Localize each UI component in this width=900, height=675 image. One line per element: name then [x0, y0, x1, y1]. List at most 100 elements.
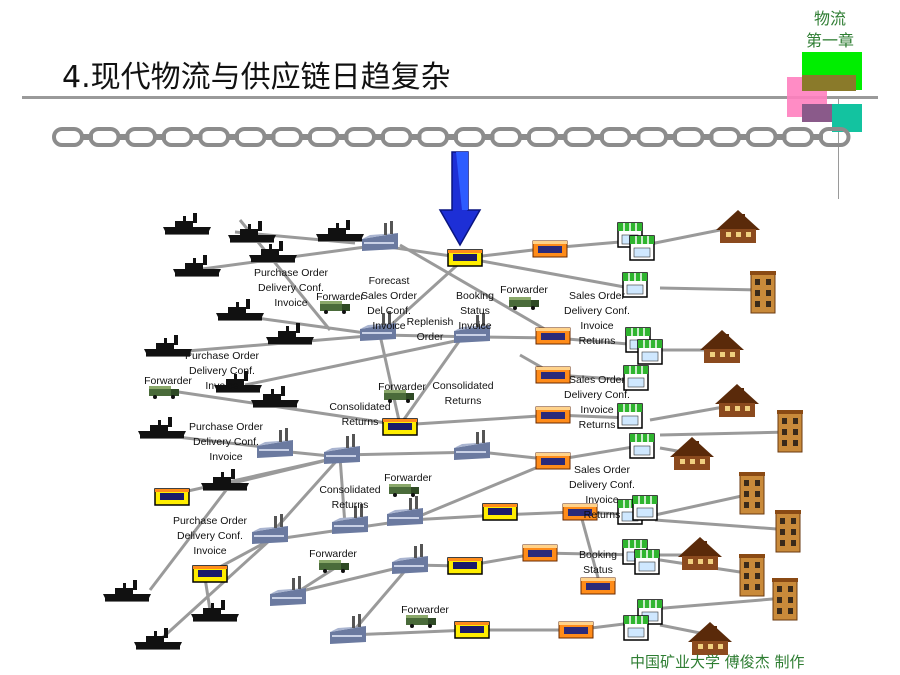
chain-icon: [52, 127, 851, 147]
chain-link-connector: [664, 134, 677, 140]
flow-label-line: Forwarder: [401, 604, 449, 616]
flow-label-line: Returns: [579, 419, 616, 431]
header-divider: [22, 96, 878, 99]
flow-label-line: Invoice: [209, 451, 242, 463]
chain-link-icon: [709, 127, 741, 147]
flow-label-line: Sales Order: [569, 290, 626, 302]
distribution-center-icon: [532, 240, 568, 258]
flow-label-forwarder1: Forwarder: [316, 291, 364, 303]
chain-link-connector: [737, 134, 750, 140]
house-icon: [716, 210, 760, 243]
flow-label-line: Delivery Conf.: [569, 479, 635, 491]
chain-link-connector: [153, 134, 166, 140]
flow-label-line: Booking: [579, 549, 617, 561]
flow-label-forwarder2: Forwarder: [500, 284, 548, 296]
flow-label-line: Invoice: [580, 404, 613, 416]
flow-label-line: Forwarder: [500, 284, 548, 296]
warehouse-icon: [447, 557, 483, 575]
chain-link-connector: [481, 134, 495, 140]
chain-link-icon: [271, 127, 303, 147]
flow-label-line: Booking: [456, 290, 494, 302]
apartment-building-icon: [774, 509, 802, 553]
distribution-center-icon: [535, 452, 571, 470]
flow-label-line: Delivery Conf.: [177, 530, 243, 542]
network-edges: [148, 219, 791, 642]
forwarder-truck-icon: [149, 386, 179, 399]
flow-label-line: Consolidated: [329, 401, 390, 413]
chain-link-icon: [563, 127, 595, 147]
chain-link-connector: [372, 134, 385, 140]
chain-link-connector: [773, 134, 787, 140]
flow-label-forwarder5: Forwarder: [384, 472, 432, 484]
flow-label-line: Sales Order: [574, 464, 631, 476]
retail-shop-icon: [629, 433, 655, 459]
ship-icon: [163, 213, 211, 235]
distribution-center-icon: [535, 327, 571, 345]
flow-label-line: Status: [583, 564, 613, 576]
distribution-center-icon: [535, 366, 571, 384]
warehouse-icon: [454, 621, 490, 639]
chain-link-icon: [88, 127, 121, 147]
apartment-building-icon: [738, 471, 766, 515]
flow-label-line: Purchase Order: [173, 515, 248, 527]
chain-link-icon: [161, 127, 194, 147]
ship-icon: [216, 299, 264, 321]
chain-link-icon: [453, 127, 486, 147]
retail-shop-icon: [637, 339, 663, 365]
factory-icon: [252, 514, 288, 544]
warehouse-icon: [192, 565, 228, 583]
decor-vertical-line: [838, 99, 839, 199]
flow-label-line: Invoice: [458, 320, 491, 332]
flow-label-line: Forwarder: [378, 381, 426, 393]
chain-link-connector: [335, 134, 349, 140]
flow-label-line: Delivery Conf.: [189, 365, 255, 377]
chain-link-connector: [445, 134, 458, 140]
chain-link-connector: [80, 134, 93, 140]
factory-icon: [270, 576, 306, 606]
chapter-tag-line2: 第一章: [805, 31, 854, 50]
chain-link-icon: [417, 127, 449, 147]
flow-label-line: Replenish: [407, 316, 454, 328]
factory-icon: [392, 544, 428, 574]
chain-link-icon: [745, 127, 778, 147]
chain-link-connector: [116, 134, 130, 140]
chain-link-connector: [262, 134, 276, 140]
flow-label-line: Forwarder: [384, 472, 432, 484]
chain-link-icon: [344, 127, 376, 147]
warehouse-icon: [382, 418, 418, 436]
chain-link-connector: [810, 134, 823, 140]
distribution-center-icon: [522, 544, 558, 562]
flow-label-forwarder7: Forwarder: [401, 604, 449, 616]
chain-link-icon: [490, 127, 522, 147]
flow-label-line: Forwarder: [144, 375, 192, 387]
forwarder-truck-icon: [406, 615, 436, 628]
flow-label-line: Sales Order: [569, 374, 626, 386]
retail-shop-icon: [623, 615, 649, 641]
flow-label-line: Delivery Conf.: [193, 436, 259, 448]
flow-label-line: Returns: [579, 335, 616, 347]
chain-link-connector: [518, 134, 531, 140]
chain-link-icon: [198, 127, 230, 147]
house-icon: [678, 537, 722, 570]
flow-label-line: Delivery Conf.: [258, 282, 324, 294]
chain-link-icon: [52, 127, 84, 147]
retail-shop-icon: [623, 365, 649, 391]
forwarder-truck-icon: [319, 560, 349, 573]
flow-label-line: Consolidated: [432, 380, 493, 392]
flow-label-line: Purchase Order: [254, 267, 329, 279]
chain-link-icon: [307, 127, 340, 147]
decor-square-olive: [802, 75, 856, 91]
factory-icon: [362, 221, 398, 251]
flow-label-forwarder6: Forwarder: [309, 548, 357, 560]
ship-icon: [134, 628, 182, 650]
chain-link-connector: [408, 134, 422, 140]
distribution-center-icon: [535, 406, 571, 424]
flow-label-line: Order: [417, 331, 444, 343]
flow-label-line: Delivery Conf.: [564, 305, 630, 317]
